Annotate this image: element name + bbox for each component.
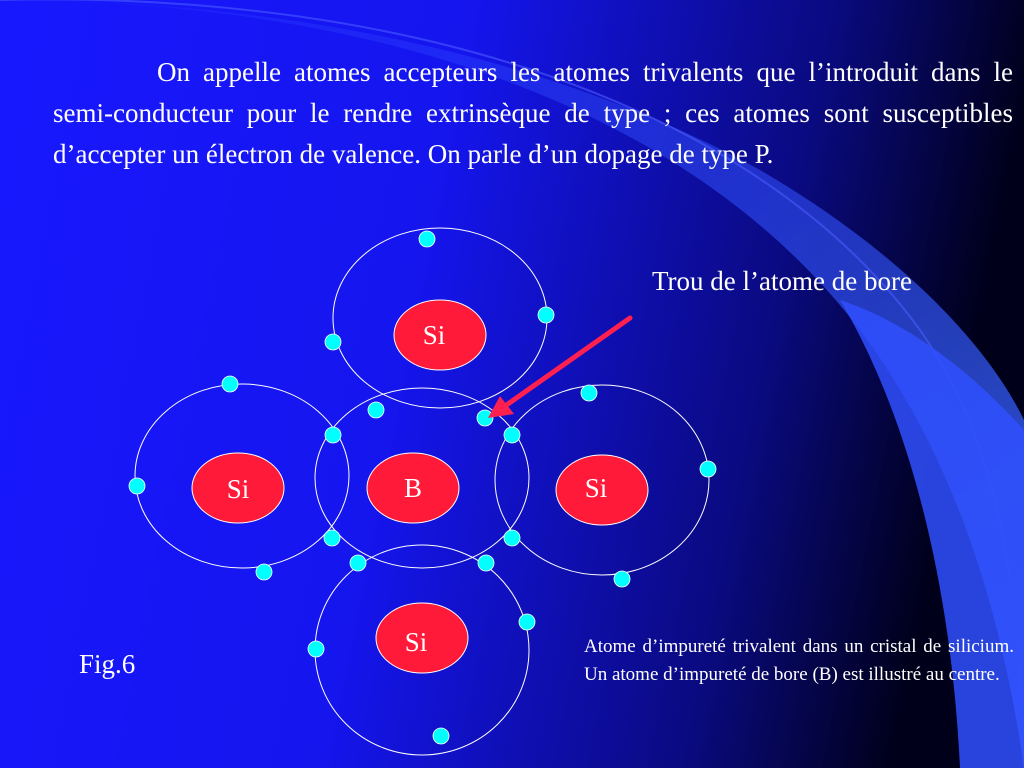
orbit-right xyxy=(494,384,710,576)
electron xyxy=(518,613,536,631)
nucleus-right xyxy=(555,454,649,526)
nucleus-bottom xyxy=(375,602,469,674)
electron xyxy=(476,409,494,427)
nucleus-center xyxy=(366,452,460,524)
electron xyxy=(580,384,598,402)
atom-label-center: B xyxy=(404,473,422,503)
electron xyxy=(221,375,239,393)
figure-caption: Atome d’impureté trivalent dans un crist… xyxy=(584,636,1014,685)
hole-label: Trou de l’atome de bore xyxy=(652,266,912,296)
electron xyxy=(324,333,342,351)
electron xyxy=(307,640,325,658)
electron xyxy=(699,460,717,478)
nucleus-top xyxy=(393,299,487,371)
electron xyxy=(255,563,273,581)
electron xyxy=(503,529,521,547)
electron xyxy=(503,426,521,444)
orbit-left xyxy=(134,383,350,569)
electron xyxy=(418,230,436,248)
electron xyxy=(349,554,367,572)
figure-label: Fig.6 xyxy=(79,649,136,679)
electron xyxy=(367,401,385,419)
electron xyxy=(432,727,450,745)
nucleus-left xyxy=(191,452,285,524)
electron xyxy=(323,529,341,547)
intro-paragraph: On appelle atomes accepteurs les atomes … xyxy=(53,57,1013,169)
electron xyxy=(128,477,146,495)
atom-label-top: Si xyxy=(423,320,446,350)
electron xyxy=(477,554,495,572)
hole-arrow xyxy=(488,315,633,418)
electron xyxy=(324,426,342,444)
atom-label-bottom: Si xyxy=(405,627,428,657)
atom-label-left: Si xyxy=(227,474,250,504)
atom-label-right: Si xyxy=(585,473,608,503)
electron xyxy=(613,570,631,588)
electron xyxy=(537,306,555,324)
orbit-center xyxy=(314,387,530,569)
